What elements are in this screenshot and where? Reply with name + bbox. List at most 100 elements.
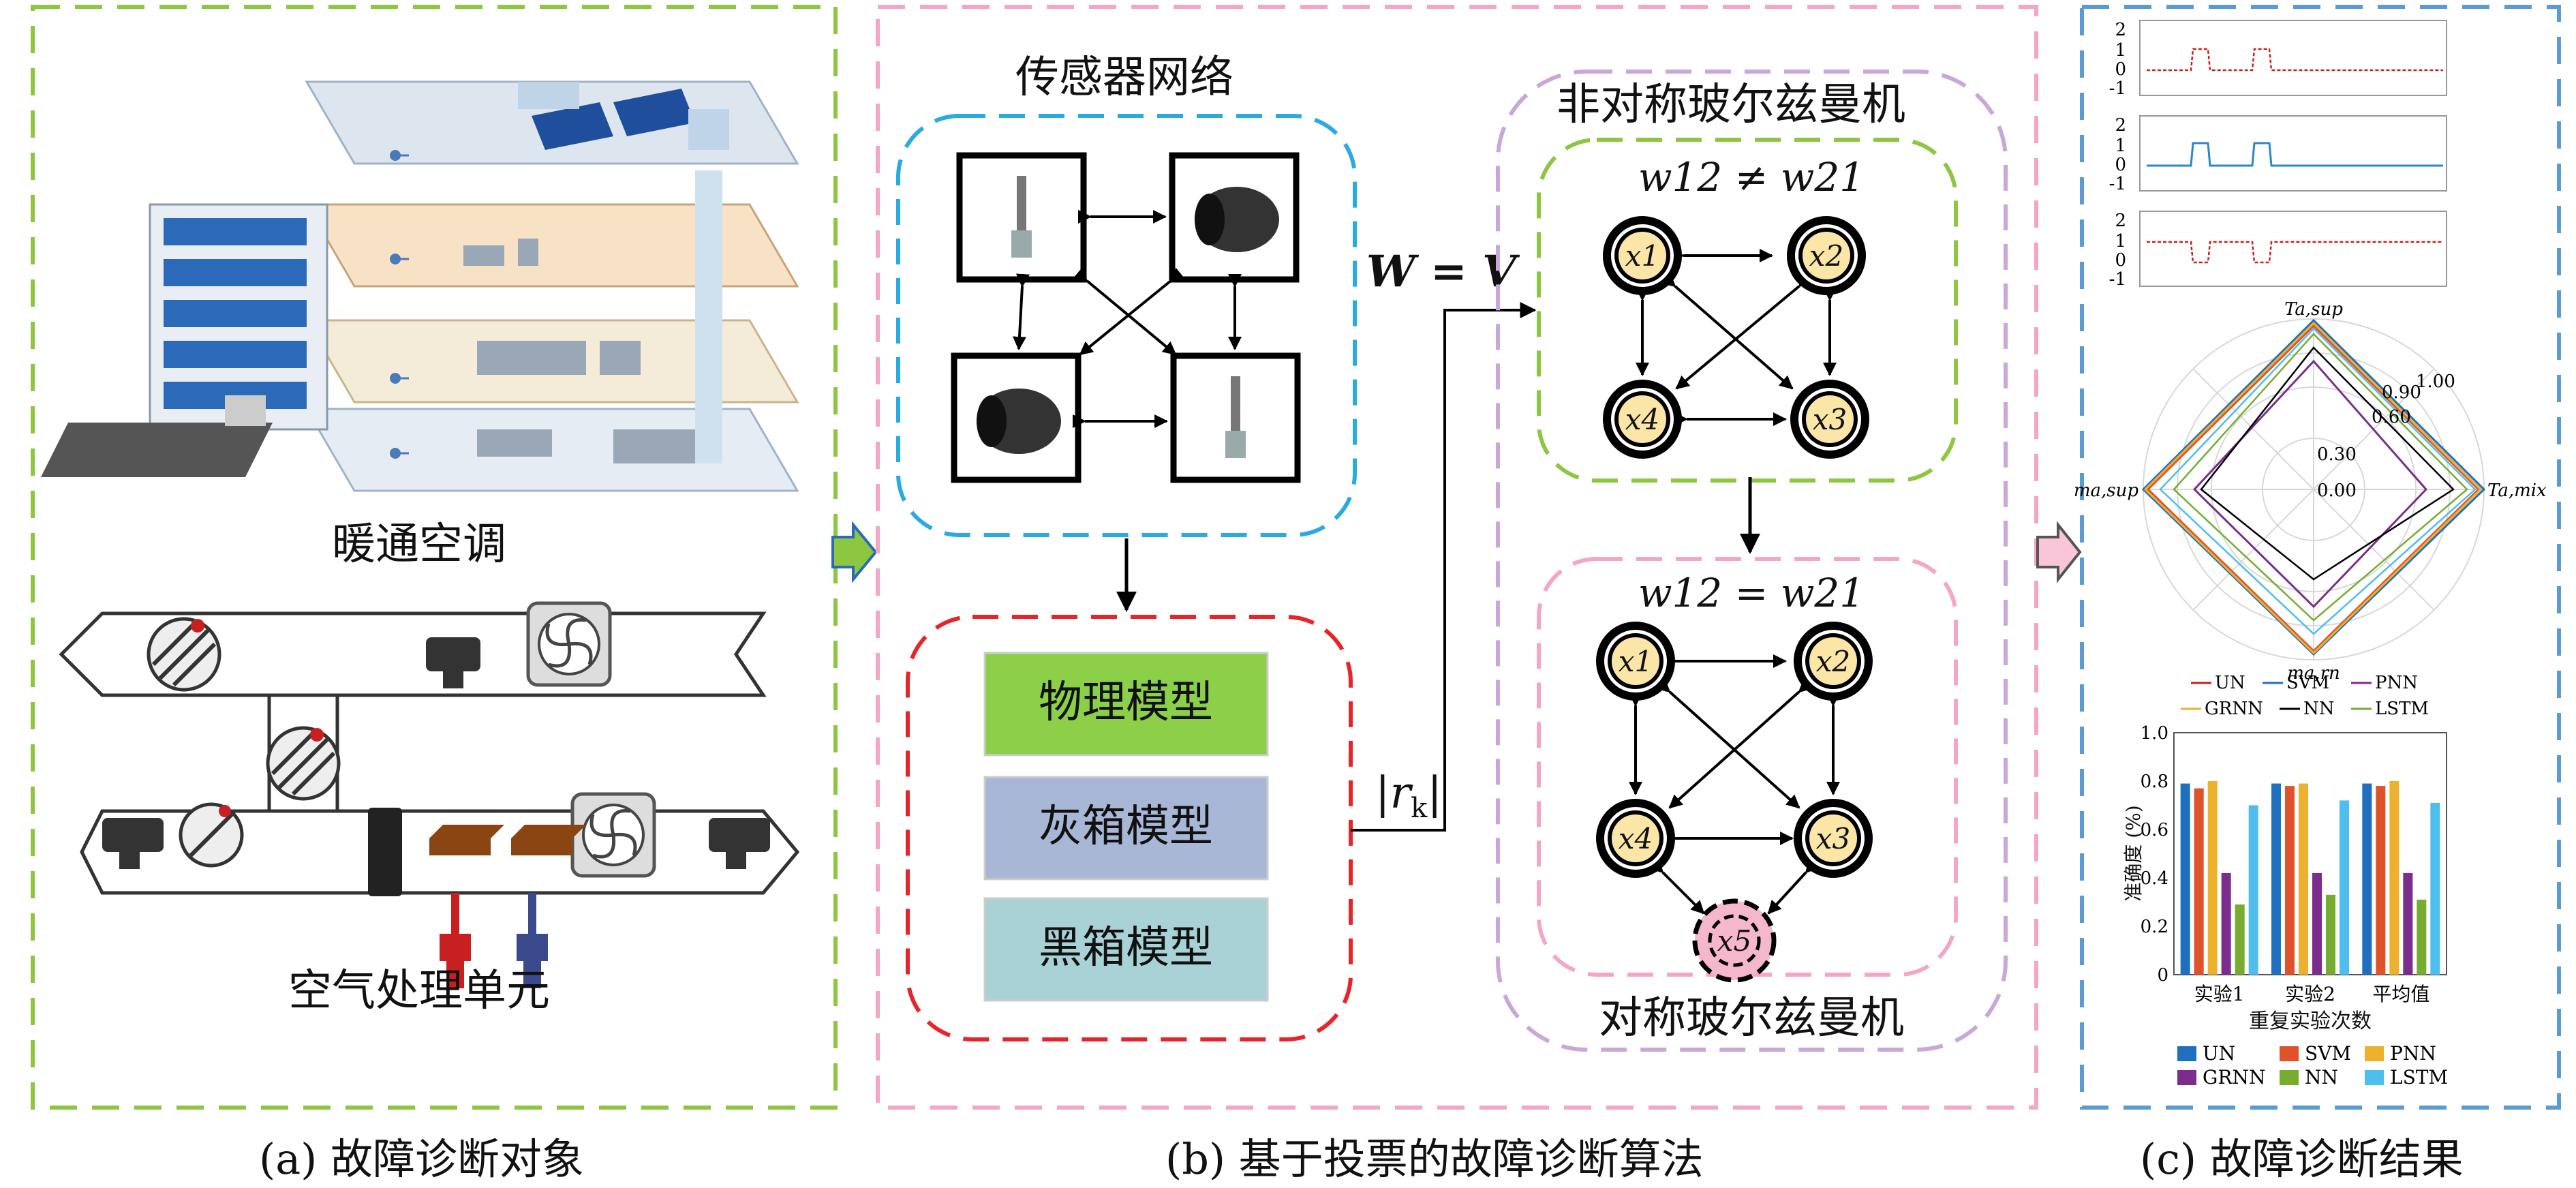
node-x4: x4 bbox=[1596, 799, 1675, 878]
fan-icon bbox=[526, 601, 612, 687]
radar-axis-label: ma,sup bbox=[2074, 481, 2139, 501]
bar-chart-ytick: 0.2 bbox=[2141, 917, 2168, 937]
svg-text:GRNN: GRNN bbox=[2203, 1066, 2265, 1088]
node-x1: x1 bbox=[1603, 216, 1682, 295]
radar-axis-label: ma,rn bbox=[2287, 663, 2340, 684]
bar-grnn-3 bbox=[2403, 872, 2413, 975]
caption-b: (b) 基于投票的故障诊断算法 bbox=[1165, 1134, 1704, 1184]
asym-boltzmann-title: 非对称玻尔兹曼机 bbox=[1557, 80, 1905, 130]
svg-text:SVM: SVM bbox=[2286, 673, 2329, 693]
bar-chart-ytick: 0.6 bbox=[2141, 820, 2168, 840]
transition-arrow-b-c bbox=[2036, 521, 2082, 583]
panel-c-frame bbox=[2080, 5, 2561, 1110]
svg-text:PNN: PNN bbox=[2375, 673, 2418, 693]
node-x4: x4 bbox=[1603, 380, 1682, 459]
bar-chart-xtick: 实验1 bbox=[2194, 983, 2245, 1005]
greybox-model-block bbox=[983, 776, 1269, 881]
damper-icon bbox=[147, 617, 221, 692]
bar-chart-ytick: 0 bbox=[2157, 965, 2168, 986]
bar-un-1 bbox=[2180, 783, 2190, 975]
svg-text:x3: x3 bbox=[1813, 403, 1847, 436]
sensor-network-box bbox=[896, 114, 1357, 537]
bar-un-3 bbox=[2362, 783, 2372, 975]
svg-text:2: 2 bbox=[2115, 211, 2126, 231]
svg-text:GRNN: GRNN bbox=[2205, 699, 2263, 719]
signal-plot-2: 2 1 0 -1 bbox=[2109, 115, 2447, 194]
boltzmann-machine-box bbox=[1496, 70, 2008, 1052]
damper-icon bbox=[266, 726, 341, 801]
sensor-nodes bbox=[951, 152, 1301, 483]
signal-plot-1: 2 1 0 -1 bbox=[2109, 20, 2447, 99]
svg-text:x1: x1 bbox=[1619, 645, 1653, 678]
bar-chart-ytick: 0.4 bbox=[2141, 868, 2168, 889]
radar-ring-label: 0.00 bbox=[2317, 481, 2357, 501]
asym-nodes: x1 x2 x3 x4 bbox=[1603, 216, 1869, 459]
radar-ring-label: 0.60 bbox=[2372, 407, 2411, 427]
svg-text:UN: UN bbox=[2203, 1042, 2235, 1065]
node-x2: x2 bbox=[1787, 216, 1866, 295]
svg-text:x1: x1 bbox=[1625, 239, 1659, 273]
svg-text:UN: UN bbox=[2215, 673, 2245, 693]
bar-svm-1 bbox=[2194, 788, 2204, 975]
sym-boltzmann-title: 对称玻尔兹曼机 bbox=[1599, 993, 1904, 1044]
bar-chart-ylabel: 准确度 (%) bbox=[2122, 805, 2145, 901]
svg-text:2: 2 bbox=[2115, 20, 2126, 40]
ahu-label: 空气处理单元 bbox=[288, 966, 550, 1016]
node-x1: x1 bbox=[1596, 622, 1675, 701]
svg-text:x2: x2 bbox=[1809, 239, 1843, 273]
svg-text:x4: x4 bbox=[1619, 822, 1653, 855]
hidden-node-x5: x5 bbox=[1692, 898, 1777, 983]
svg-text:PNN: PNN bbox=[2390, 1042, 2436, 1065]
bar-chart-ytick: 1.0 bbox=[2141, 723, 2168, 744]
svg-text:x4: x4 bbox=[1625, 403, 1659, 436]
bar-chart-xtick: 平均值 bbox=[2372, 983, 2429, 1005]
radar-chart: Ta,sup Ta,mix ma,rn ma,sup 1.00 0.90 0.6… bbox=[2074, 299, 2547, 684]
bar-pnn-2 bbox=[2299, 783, 2308, 975]
wv-label: W = V bbox=[1366, 246, 1520, 297]
radar-ring-label: 1.00 bbox=[2416, 371, 2455, 392]
sensor-links bbox=[1012, 210, 1242, 428]
bar-svm-3 bbox=[2376, 786, 2386, 975]
filter-icon bbox=[368, 808, 402, 896]
bar-chart-xticks: 实验1 实验2 平均值 bbox=[2194, 983, 2430, 1005]
bar-un-2 bbox=[2271, 783, 2281, 975]
bar-chart-xlabel: 重复实验次数 bbox=[2249, 1009, 2372, 1033]
damper-icon bbox=[179, 802, 244, 868]
node-x3: x3 bbox=[1790, 380, 1869, 459]
bar-grnn-1 bbox=[2221, 872, 2231, 975]
valve-icon bbox=[440, 893, 548, 988]
svg-text:SVM: SVM bbox=[2305, 1042, 2351, 1065]
svg-text:-1: -1 bbox=[2109, 174, 2126, 194]
bar-chart-xtick: 实验2 bbox=[2285, 983, 2335, 1005]
svg-text:0: 0 bbox=[2115, 155, 2126, 175]
signal-plots: 2 1 0 -1 2 1 0 -1 2 1 0 -1 bbox=[2109, 20, 2447, 290]
bar-nn-1 bbox=[2235, 904, 2245, 975]
bar-pnn-3 bbox=[2389, 781, 2399, 975]
bar-chart-marks bbox=[2180, 781, 2440, 975]
bar-grnn-2 bbox=[2312, 872, 2322, 975]
radar-axis-label: Ta,mix bbox=[2487, 481, 2547, 501]
node-x3: x3 bbox=[1794, 799, 1873, 878]
bar-nn-3 bbox=[2417, 899, 2427, 975]
bar-lstm-1 bbox=[2248, 805, 2258, 975]
bar-svm-2 bbox=[2285, 786, 2295, 975]
signal-plot-3: 2 1 0 -1 bbox=[2109, 211, 2447, 290]
physical-model-block bbox=[983, 652, 1269, 757]
coil-icon bbox=[429, 825, 586, 855]
bar-chart-frame bbox=[2173, 732, 2447, 975]
bar-legend: UN SVM PNN GRNN NN LSTM bbox=[2177, 1042, 2448, 1088]
svg-text:0: 0 bbox=[2115, 59, 2126, 80]
svg-text:LSTM: LSTM bbox=[2375, 699, 2429, 719]
bar-pnn-1 bbox=[2207, 781, 2218, 975]
bar-nn-2 bbox=[2326, 894, 2335, 975]
svg-text:2: 2 bbox=[2115, 115, 2126, 136]
node-x2: x2 bbox=[1794, 622, 1873, 701]
svg-text:0: 0 bbox=[2115, 250, 2126, 271]
caption-a: (a) 故障诊断对象 bbox=[259, 1134, 585, 1184]
svg-text:1: 1 bbox=[2115, 40, 2126, 61]
radar-axis-label: Ta,sup bbox=[2284, 299, 2343, 320]
hvac-building-illustration bbox=[41, 80, 799, 492]
transition-arrow-a-b bbox=[831, 521, 878, 583]
greybox-model-label: 灰箱模型 bbox=[1039, 802, 1213, 852]
